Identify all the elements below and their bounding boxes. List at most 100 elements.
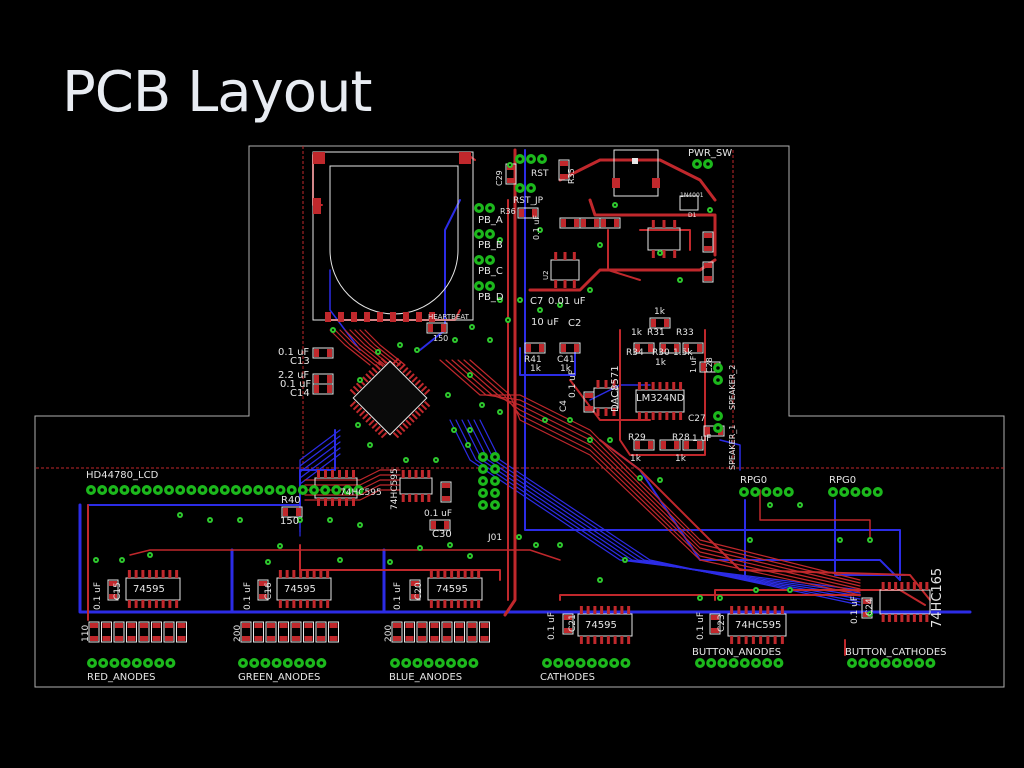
r1k-top-label: 1k [654,307,666,317]
shift-in-chip-pin [894,582,898,590]
top-trace [304,469,401,481]
top-trace [359,329,401,366]
green-anodes-pin-hole [286,661,290,665]
smd-component-pad [697,344,702,352]
via-hole [449,544,451,546]
chip-btn-label: 74HC595 [735,620,781,631]
val-blue-label: 200 [384,625,394,642]
push-button-pin-hole [488,258,492,262]
shift-in-chip-pin [894,614,898,622]
led-value-label: 150 [433,334,448,343]
opamp-chip-pin [644,412,648,420]
shift-in-chip [879,582,931,622]
via-hole [499,239,501,241]
r31-label: R31 [647,328,665,338]
blue-anodes-chip-pin [429,570,433,578]
red-anodes-chip-pin [141,600,145,608]
sd-contact-pad [403,312,409,322]
power-regulator-pin [651,220,655,228]
smd-component [649,317,671,329]
blue-anode-resistor-outline [479,621,490,643]
rst-label: RST [531,169,549,179]
opamp-chip [635,382,685,420]
button-anodes-chip-pin [773,606,777,614]
c20-label: C20 [414,582,424,600]
qfp-pin [349,400,357,408]
pads [86,154,936,668]
button-anodes-chip-pin [766,636,770,644]
green-anode-resistor-pad [292,636,300,641]
smd-component-pad [560,174,568,179]
decoupling-capacitor [562,613,574,635]
bottom-trace [599,439,901,581]
smd-component-outline [633,439,655,451]
button-anodes-chip-pin [737,636,741,644]
rpg-right-pin-hole [853,490,858,494]
power-switch-pin-hole [695,162,699,166]
shift-in-chip-pin [881,614,885,622]
via-hole [299,519,301,521]
smd-component-pad [327,385,332,393]
decoupling-capacitor-pad [109,581,117,586]
voltage-regulator-pin [572,280,576,288]
button-anodes-chip [727,606,787,644]
rpg-right-pin-hole [876,490,880,494]
smd-component-pad [585,393,593,398]
red-anodes-pin-hole [135,661,139,665]
c4-label: C4 [559,400,569,412]
cathodes-chip-pin [586,636,590,644]
smd-component-outline [702,261,714,283]
via-hole [789,589,791,591]
dac-chip-pin [612,408,616,416]
decoupling-capacitor-pad [564,615,572,620]
decoupling-capacitor-outline [107,579,119,601]
c29-label: C29 [495,170,504,186]
qfp-pin [371,422,378,429]
via-hole [709,209,711,211]
smd-component-pad [561,219,566,227]
smd-component-pad [327,375,332,383]
button-anodes-pin-hole [709,661,713,665]
shift-in-chip-pin [881,582,885,590]
smd-component [583,391,595,413]
cathodes-pin-hole [623,661,628,665]
lcd-header-pin-hole [323,488,327,492]
blue-anode-resistor-pad [443,636,451,641]
via-hole [544,419,546,421]
red-anode-resistor-pad [127,636,136,641]
power-regulator [647,220,681,258]
button-anodes-chip-pin [773,636,777,644]
via-hole [569,419,571,421]
programming-header-pin-hole [493,455,497,459]
smd-component-outline [281,506,303,518]
bottom-trace [473,419,861,603]
blue-anode-resistor [404,621,415,643]
smd-component-pad [601,219,606,227]
bottom-copper-traces [78,149,972,614]
dac-chip-pin [596,380,600,388]
c23-label: C23 [717,614,727,632]
red-anode-resistor-pad [152,636,161,641]
blue-anode-resistor-pad [455,636,464,641]
red-anodes-chip-pin [141,570,145,578]
via-hole [467,444,469,446]
chip-cath-label: 74595 [585,620,617,631]
opamp-chip-pin [672,412,676,420]
c4-value-label: 0.1 uF [568,370,578,398]
red-anode-resistor-pad [165,636,173,641]
smd-component-pad [674,344,679,352]
button-anodes-pin-hole [765,661,769,665]
cathodes-chip-pin [613,636,617,644]
smd-component-outline [659,342,681,354]
top-trace [334,329,376,366]
smd-component-pad [684,441,689,449]
button-anodes-chip-pin [751,636,755,644]
decoupling-capacitor-pad [259,594,267,599]
cathodes-pin-hole [545,661,549,665]
programming-header-pin-hole [481,503,485,507]
top-trace [469,359,861,596]
smd-component-pad [574,219,579,227]
via-hole [239,519,241,521]
decoupling-capacitor [107,579,119,601]
via-hole [435,459,437,461]
